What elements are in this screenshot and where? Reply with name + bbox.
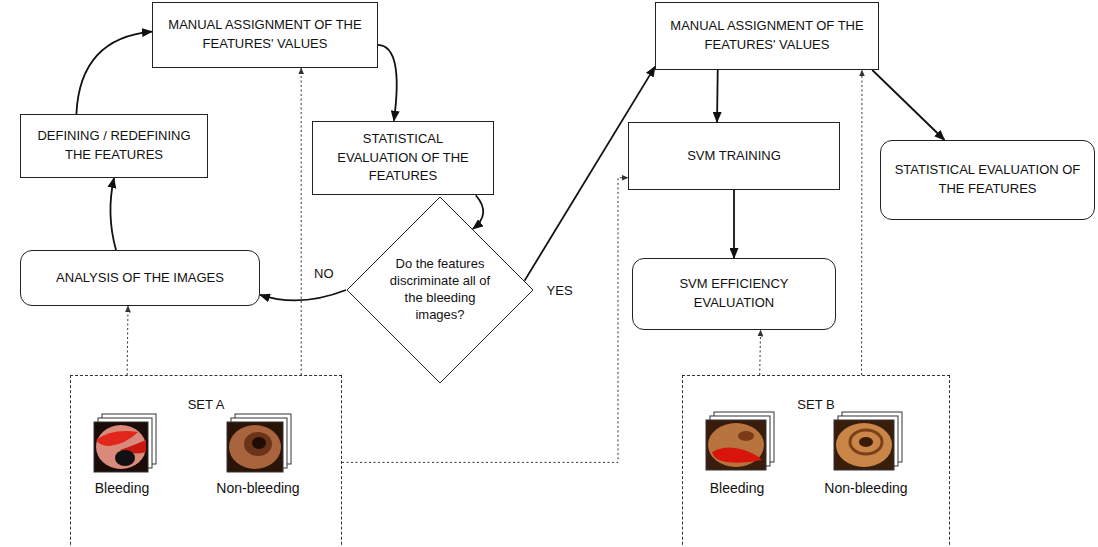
bleeding-image-stack-b: [706, 412, 774, 470]
image-caption: Bleeding: [95, 480, 150, 496]
edge-label: NO: [312, 266, 336, 281]
dotted-arrow: [759, 330, 761, 375]
dotted-arrow: [342, 178, 628, 463]
node-text: SVM EFFICIENCY EVALUATION: [643, 275, 825, 313]
node-text: STATISTICAL EVALUATION OF THE FEATURES: [891, 161, 1084, 199]
image-set-group: SET B: [682, 375, 950, 547]
process-box: MANUAL ASSIGNMENT OF THE FEATURES' VALUE…: [152, 2, 378, 68]
image-caption: Non-bleeding: [824, 480, 907, 496]
flow-arrow: [716, 70, 718, 122]
process-box: DEFINING / REDEFINING THE FEATURES: [20, 114, 208, 178]
non-bleeding-image-stack-b: [834, 412, 902, 470]
flow-arrow: [733, 190, 735, 258]
flow-arrow: [872, 70, 944, 140]
flow-arrow: [260, 290, 346, 300]
non-bleeding-image-stack-a: [227, 414, 291, 472]
bleeding-image-stack-a: [94, 414, 156, 472]
node-text: SET B: [797, 396, 834, 415]
process-rounded-box: ANALYSIS OF THE IMAGES: [20, 250, 260, 306]
node-text: SET A: [188, 396, 225, 415]
process-rounded-box: SVM EFFICIENCY EVALUATION: [632, 258, 836, 330]
flow-arrow: [378, 45, 397, 121]
node-text: ANALYSIS OF THE IMAGES: [56, 269, 224, 288]
node-text: SVM TRAINING: [687, 147, 781, 166]
decision-diamond: Do the features discriminate all of the …: [346, 196, 534, 384]
process-box: STATISTICAL EVALUATION OF THE FEATURES: [312, 121, 494, 196]
process-box: MANUAL ASSIGNMENT OF THE FEATURES' VALUE…: [655, 2, 879, 70]
process-rounded-box: STATISTICAL EVALUATION OF THE FEATURES: [880, 140, 1095, 220]
process-box: SVM TRAINING: [628, 122, 840, 190]
node-text: MANUAL ASSIGNMENT OF THE FEATURES' VALUE…: [163, 16, 367, 54]
image-set-group: SET A: [70, 375, 342, 547]
flow-arrow: [76, 32, 152, 114]
node-text: MANUAL ASSIGNMENT OF THE FEATURES' VALUE…: [666, 17, 868, 55]
edge-label: YES: [545, 283, 575, 298]
image-caption: Non-bleeding: [216, 480, 299, 496]
flow-arrow: [110, 178, 116, 250]
dotted-arrow: [861, 70, 862, 375]
dotted-arrow: [301, 68, 302, 375]
flow-arrow: [473, 195, 483, 229]
node-text: Do the features discriminate all of the …: [388, 256, 492, 324]
node-text: STATISTICAL EVALUATION OF THE FEATURES: [323, 130, 483, 187]
image-caption: Bleeding: [710, 480, 765, 496]
dotted-arrow: [127, 306, 129, 375]
node-text: DEFINING / REDEFINING THE FEATURES: [31, 127, 197, 165]
